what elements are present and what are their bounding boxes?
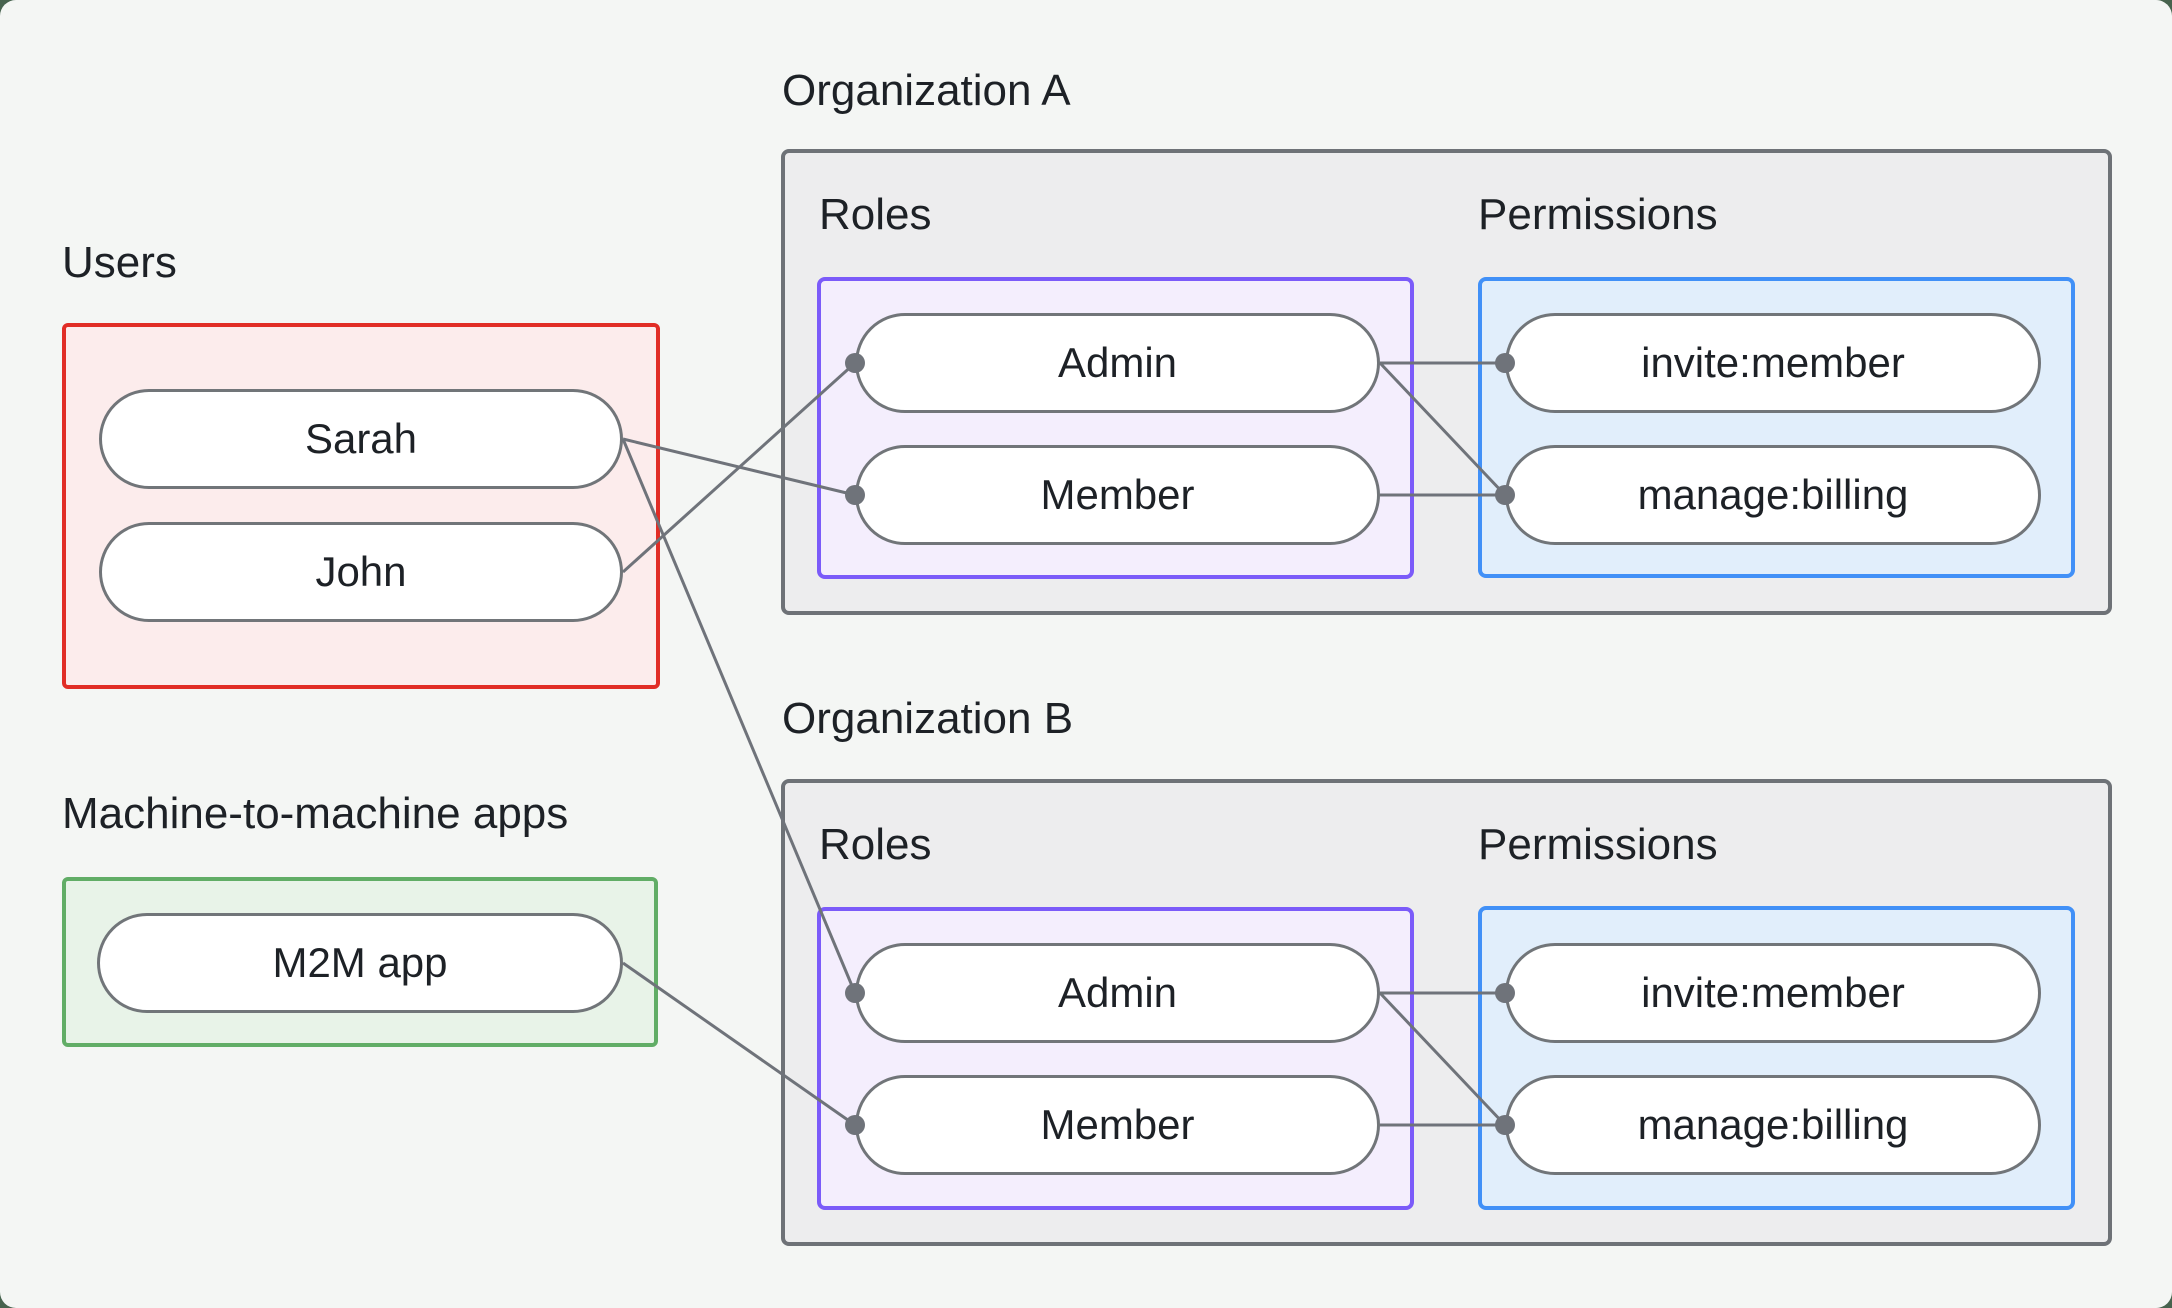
permission-node-label: manage:billing — [1637, 471, 1909, 518]
permission-node-label: invite:member — [1641, 339, 1905, 386]
org-b-roles-label: Roles — [819, 820, 932, 869]
org-a-role-member: Member — [855, 445, 1380, 545]
permission-node-label: invite:member — [1641, 969, 1905, 1016]
user-node-label: Sarah — [304, 415, 418, 462]
org-a-permission-invite-member: invite:member — [1505, 313, 2041, 413]
org-a-permission-manage-billing: manage:billing — [1505, 445, 2041, 545]
permission-node-label: manage:billing — [1637, 1101, 1909, 1148]
role-node-label: Admin — [1057, 969, 1178, 1016]
org-b-permission-manage-billing: manage:billing — [1505, 1075, 2041, 1175]
user-node-john: John — [99, 522, 623, 622]
org-b-permission-invite-member: invite:member — [1505, 943, 2041, 1043]
user-node-sarah: Sarah — [99, 389, 623, 489]
users-group-box — [62, 323, 660, 689]
org-b-permissions-label: Permissions — [1478, 820, 1718, 869]
m2m-node-label: M2M app — [272, 939, 448, 986]
org-b-role-member: Member — [855, 1075, 1380, 1175]
role-node-label: Member — [1040, 1101, 1195, 1148]
role-node-label: Member — [1040, 471, 1195, 518]
m2m-app-node: M2M app — [97, 913, 623, 1013]
users-section-label: Users — [62, 238, 177, 287]
user-node-label: John — [315, 548, 407, 595]
role-node-label: Admin — [1057, 339, 1178, 386]
m2m-section-label: Machine-to-machine apps — [62, 789, 569, 838]
org-b-title: Organization B — [782, 694, 1074, 743]
org-a-role-admin: Admin — [855, 313, 1380, 413]
org-a-roles-label: Roles — [819, 190, 932, 239]
org-a-title: Organization A — [782, 66, 1071, 115]
org-b-role-admin: Admin — [855, 943, 1380, 1043]
org-a-permissions-label: Permissions — [1478, 190, 1718, 239]
